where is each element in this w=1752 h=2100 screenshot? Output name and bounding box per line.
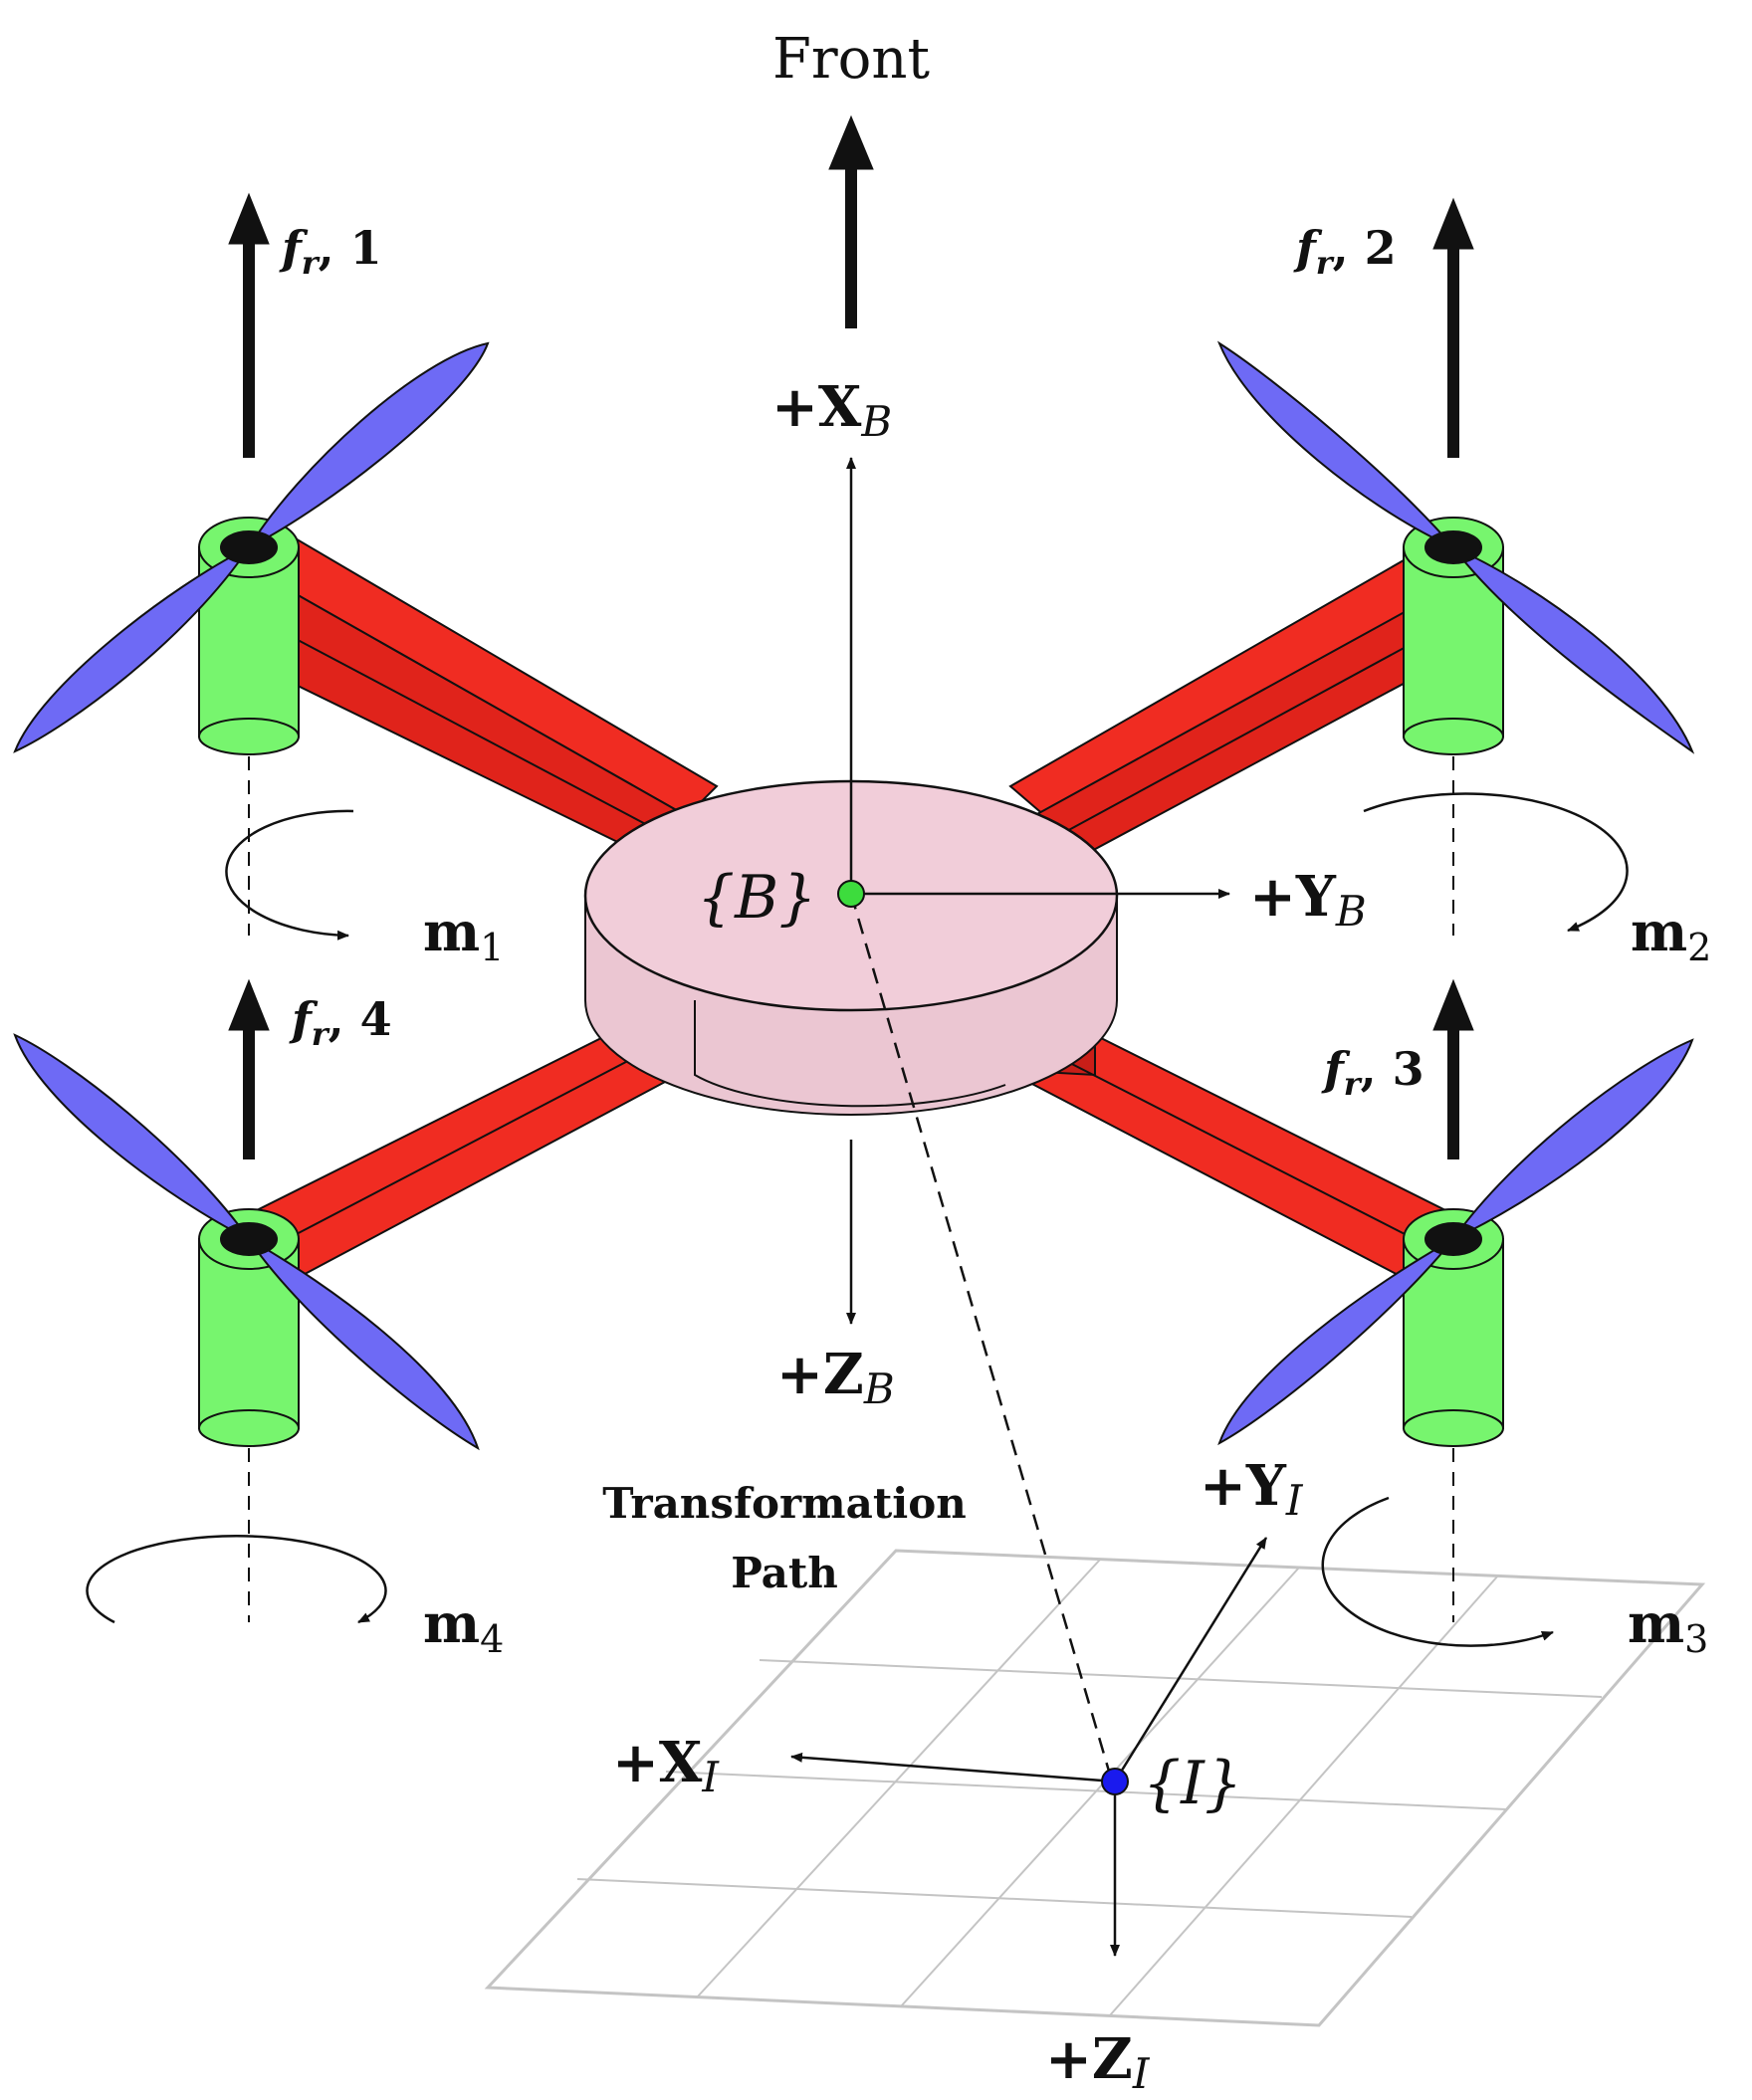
rotation-arrow-m3-icon <box>1321 1496 1554 1647</box>
body-frame-label: {B} <box>697 863 816 933</box>
rotation-arrow-m1-icon <box>225 809 354 941</box>
propeller-2-icon <box>1216 340 1695 754</box>
arm-front-left <box>247 535 719 878</box>
body-frame-axes <box>846 457 1230 1792</box>
thrust-label-3: fr, 3 <box>1321 1042 1424 1103</box>
moment-label-4: m4 <box>423 1591 504 1661</box>
propeller-1-icon <box>13 341 490 753</box>
inertial-frame-axes <box>790 1537 1268 1957</box>
thrust-label-2: fr, 2 <box>1293 221 1397 282</box>
yi-axis-label: +YI <box>1200 1453 1304 1525</box>
thrust-label-1: fr, 1 <box>279 221 382 282</box>
inertial-frame-origin <box>1101 1768 1129 1795</box>
front-label: Front <box>772 27 930 92</box>
inertial-frame-label: {I} <box>1143 1749 1242 1818</box>
moment-label-3: m3 <box>1628 1591 1708 1661</box>
ground-grid <box>484 1549 1706 2027</box>
rotation-arrow-m4-icon <box>86 1535 387 1624</box>
transformation-path-label-line1: Transformation <box>602 1479 967 1528</box>
zi-axis-label: +ZI <box>1045 2026 1151 2098</box>
propeller-4-icon <box>13 1033 480 1451</box>
zb-axis-label: +ZB <box>776 1342 895 1413</box>
moment-label-2: m2 <box>1631 900 1711 969</box>
transformation-path-label-line2: Path <box>731 1549 838 1597</box>
rotor-axes <box>248 756 1454 1622</box>
yb-axis-label: +YB <box>1249 864 1367 936</box>
thrust-label-4: fr, 4 <box>289 992 392 1053</box>
propeller-3-icon <box>1217 1038 1694 1446</box>
arm-front-right <box>1008 535 1495 878</box>
rotation-arrow-m2-icon <box>1363 792 1629 933</box>
xb-axis-label: +XB <box>771 374 892 446</box>
front-arrow <box>828 114 874 328</box>
moment-label-1: m1 <box>423 900 504 969</box>
body-frame-origin <box>837 880 865 908</box>
thrust-arrows <box>228 192 1474 1159</box>
xi-axis-label: +XI <box>612 1730 720 1801</box>
